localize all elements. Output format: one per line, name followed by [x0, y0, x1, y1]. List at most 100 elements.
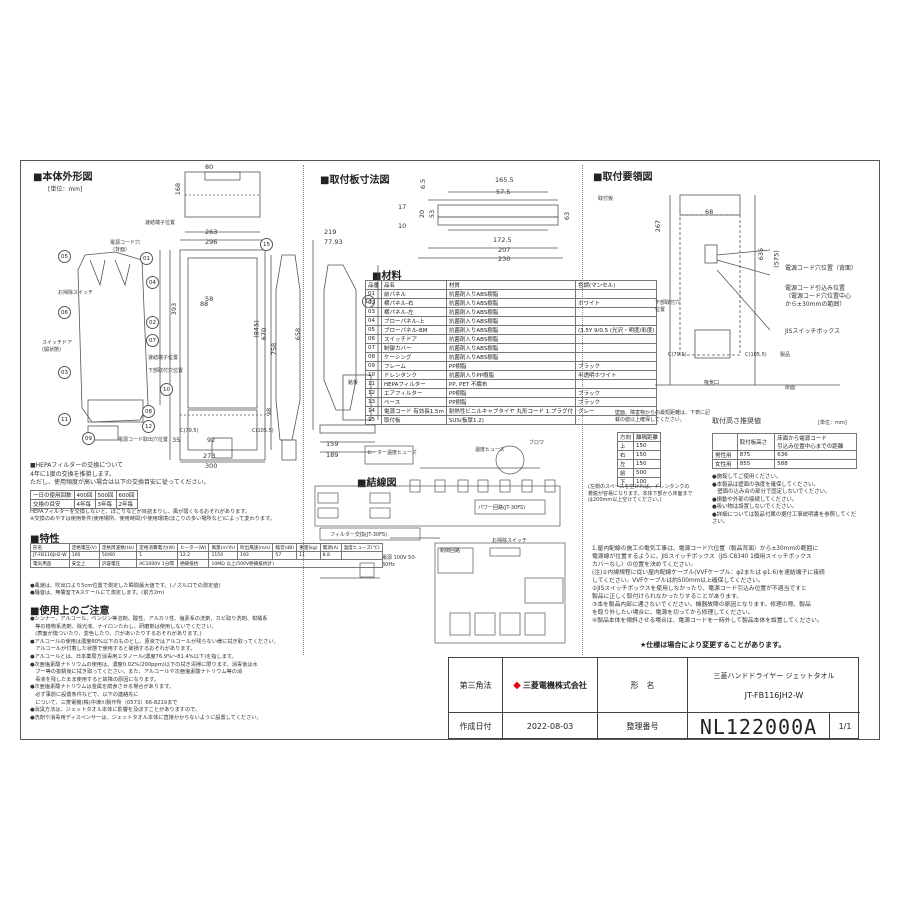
precaution-line: アルコールが付着した状態で使用すると破損するおそれがあります。 [30, 646, 196, 653]
materials-cell: 制御カバー [381, 343, 447, 353]
body-outline-drawing [77, 171, 301, 463]
precautions-list: ●シンナー、アルコール、ベンジン等溶剤、酸性、アルカリ性、塩素系の洗剤、カビ取り… [30, 616, 302, 722]
spec-cell: 193 [237, 551, 274, 560]
callout-08: 08 [142, 405, 155, 418]
callout-10: 10 [160, 383, 173, 396]
plate-dim-20: 20 [418, 209, 427, 219]
materials-cell: 抗菌剤入りABS樹脂 [445, 343, 576, 353]
hepa-cell: 2年毎 [115, 499, 138, 509]
install-height-cell: 588 [774, 459, 857, 469]
page-number: 1/1 [838, 722, 852, 731]
wiring-diagram [314, 445, 566, 644]
callout-09: 09 [82, 432, 95, 445]
req-label-jis-box: JISスイッチボックス [785, 328, 841, 335]
dim-263: 263 [205, 228, 218, 236]
spec-header-cell: 電源(A) [319, 543, 342, 552]
req-note-line: ●詳細については製品付属の据付工事説明書を参照してください。 [712, 511, 857, 526]
plate-dim-63: 63 [563, 211, 572, 221]
wiring-note-line: ④製品本体を傾斜させる場合は、電源コードを一時外して製品本体を設置してください。 [592, 618, 823, 624]
clearance-cell: 150 [633, 441, 662, 451]
materials-cell: 抗菌剤入りABS樹脂 [445, 352, 576, 362]
plate-dim-219: 219 [324, 228, 337, 236]
hepa-cell: 交換の目安 [30, 499, 75, 509]
plate-dim-165-5: 165.5 [495, 176, 514, 184]
spec-cell: 10MΩ 以上(500V絶縁抵抗計) [208, 559, 383, 568]
callout-01: 01 [140, 252, 153, 265]
materials-cell: 抗菌剤入りABS樹脂 [445, 316, 576, 326]
spec-header-cell: 定格電圧(V) [68, 543, 100, 552]
materials-cell: 前パネル [381, 289, 447, 299]
materials-cell: 横パネル-左 [381, 307, 447, 317]
spec-cell [340, 551, 383, 560]
req-label-product: 製品 [780, 352, 791, 358]
plate-dim-658: 658 [294, 327, 303, 341]
clearance-cell: 150 [633, 450, 662, 460]
wiring-label-thermal-fuse: 温度ヒューズ [475, 447, 505, 453]
wiring-note-line: ③本を製品内部に通さないでください。機器故障の原因となります。修理の際、製品 [592, 602, 811, 608]
materials-cell: 抗菌剤入りABS樹脂 [445, 325, 576, 335]
install-height-cell: 636 [774, 450, 857, 460]
materials-header: 品番 [364, 280, 383, 290]
hepa-block: ■HEPAフィルターの交換について 4年に1度の交換を推奨します。 ただし、使用… [30, 462, 300, 488]
spec-header-cell: 騒音(dB) [272, 543, 298, 552]
hepa-cell: 一日の使用回数 [30, 490, 75, 500]
materials-cell: 14 [364, 406, 383, 416]
materials-title: ■材料 [372, 271, 402, 282]
materials-cell: 15 [364, 415, 383, 425]
spec-header-cell: 形名 [30, 543, 70, 552]
spec-cell: 許容電圧 [98, 559, 138, 568]
req-label-c105: C(105.5) [745, 352, 767, 358]
req-note-line: ●本製品は壁面の強度を確保してください。 [712, 481, 819, 488]
plate-dim-207: 207 [498, 246, 511, 254]
req-note-line: ●吸い物は設置しないでください。 [712, 504, 798, 510]
materials-cell: 耐熱性ビニルキャブタイヤ 丸形コード 1.プラグ付 [445, 406, 576, 416]
dim-58: 58 [205, 295, 214, 303]
callout-15: 15 [260, 238, 273, 251]
spec-cell: 100 [68, 551, 100, 560]
spec-note: ●騒音は、無響室でAスケールにて測定します。(前方2m) [30, 590, 165, 596]
materials-cell: スイッチドア [381, 334, 447, 344]
wiring-notes: 1.屋内配線の施工の電気工事は、電源コード穴位置（製品背面）から±30mmの範囲… [592, 545, 857, 625]
spec-cell: 絶縁抵抗 [176, 559, 210, 568]
label-terminal: 速結端子位置 [145, 220, 176, 226]
install-height-cell: 875 [736, 450, 776, 460]
model-number: JT-FB116JH2-W [744, 690, 804, 700]
materials-cell: ケーシング [381, 352, 447, 362]
clearance-header-cell: 方向 [616, 432, 635, 442]
plate-dim-189: 189 [326, 451, 339, 459]
dim-92: 92 [207, 436, 216, 444]
spec-header-cell: 重量(kg) [296, 543, 321, 552]
wiring-title: ■結線図 [357, 478, 397, 489]
callout-03: 03 [58, 366, 71, 379]
materials-cell: 取付板 [381, 415, 447, 425]
callout-02: 02 [146, 316, 159, 329]
materials-cell: PP, PET 不織布 [445, 379, 576, 389]
materials-cell: 横パネル-右 [381, 298, 447, 308]
install-height-cell: 855 [736, 459, 776, 469]
callout-11: 11 [58, 413, 71, 426]
materials-cell: ブローパネル-上 [381, 316, 447, 326]
label-bottom-hole: 下部取付穴位置 [148, 368, 184, 374]
materials-cell: ブローパネル-BM [381, 325, 447, 335]
precaution-line: ●次亜塩素酸ナトリウムの使用は、濃度0.02%(200ppm)以下の拭き清掃に限… [30, 661, 258, 668]
mitsubishi-logo-icon: ◆ [513, 679, 521, 691]
label-switch-door: スイッチドア (開状態) [42, 340, 73, 353]
mount-requirements-title: ■取付要領図 [593, 172, 653, 183]
wiring-note-line: 電源線が位置するように、JISスイッチボックス（JIS C8340 1個用スイッ… [592, 554, 812, 560]
dim-88: 88 [200, 300, 209, 308]
req-dim-267: 267 [654, 219, 663, 233]
req-dim-575: (575) [772, 250, 781, 268]
hepa-title: ■HEPAフィルターの交換について [30, 462, 124, 469]
callout-06: 06 [58, 306, 71, 319]
callout-07: 07 [146, 334, 159, 347]
precaution-line: 必ず事前に設置条件などで、以下の連絡先に [30, 691, 139, 698]
clearance-foot: (左側のスペースを空ければ、ドレンタンクの着脱が容易になります。本体下部から床面… [588, 484, 693, 503]
dim-35: 35 [172, 436, 181, 444]
